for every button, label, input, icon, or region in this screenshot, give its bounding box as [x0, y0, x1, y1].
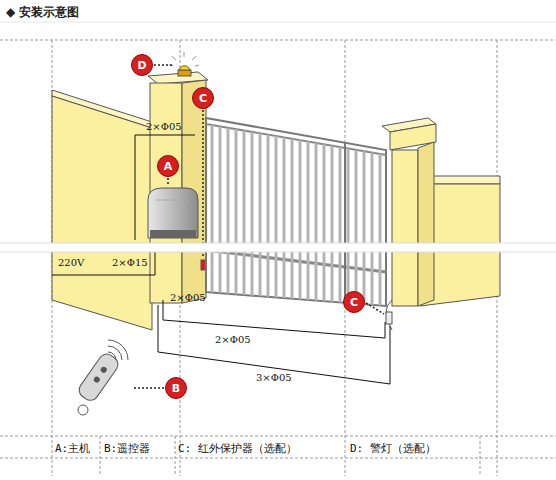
right-pillar — [382, 118, 436, 330]
leader-lines — [134, 65, 384, 388]
gate-bar — [227, 128, 230, 294]
gate-bar — [371, 153, 374, 305]
wiring — [52, 135, 390, 384]
gate-bar — [275, 136, 278, 297]
gate-bar — [259, 133, 262, 296]
left-wall — [52, 90, 152, 330]
callout-circle: D — [131, 54, 153, 76]
warning-light — [169, 52, 199, 76]
legend-cell: A:主机 — [55, 441, 90, 456]
title: ◆ 安装示意图 — [6, 4, 79, 21]
legend-cell: B:遥控器 — [104, 441, 150, 456]
gate-bar — [251, 132, 254, 296]
callout-letter: C — [199, 93, 207, 104]
gate-bar — [363, 151, 366, 304]
gate-bar — [379, 154, 382, 306]
gate-bar — [267, 135, 270, 297]
callout-letter: A — [164, 161, 173, 172]
callout-letter: D — [137, 60, 146, 71]
callout-circle: B — [165, 377, 187, 399]
gate-bar — [299, 140, 302, 299]
wire-spec: 2×Φ05 — [170, 292, 206, 303]
callout-letter: C — [350, 297, 358, 308]
sliding-gate — [206, 118, 386, 306]
legend-cell: C: 红外保护器（选配） — [178, 441, 297, 456]
band — [0, 243, 556, 252]
grid — [0, 40, 556, 476]
gate-bar — [235, 129, 238, 294]
gate-bar — [347, 148, 350, 303]
remote-control — [76, 340, 128, 415]
callout-circle: C — [343, 291, 365, 313]
gate-bar — [219, 126, 222, 293]
ir-sensor — [386, 312, 392, 324]
gate-bar — [323, 144, 326, 301]
callout-letter: B — [172, 383, 180, 394]
callout-circle: A — [157, 155, 179, 177]
callout-circle: C — [192, 87, 214, 109]
legend-cell: D: 警灯（选配） — [350, 441, 436, 456]
wire-spec: 220V — [58, 257, 84, 268]
wire-spec: 2×Φ15 — [112, 257, 148, 268]
wire-spec: 3×Φ05 — [256, 372, 292, 383]
gate-bar — [283, 137, 286, 298]
gate-bar — [211, 125, 214, 292]
gate-bar — [307, 142, 310, 300]
wire-spec: 2×Φ05 — [146, 121, 182, 132]
gate-bar — [291, 139, 294, 299]
gate-bar — [355, 150, 358, 304]
gate-bar — [339, 147, 342, 302]
gate-motor — [148, 188, 198, 238]
gate-bar — [315, 143, 318, 301]
gate-bar — [331, 146, 334, 302]
gate-bar — [243, 131, 246, 295]
wire-spec: 2×Φ05 — [215, 334, 251, 345]
